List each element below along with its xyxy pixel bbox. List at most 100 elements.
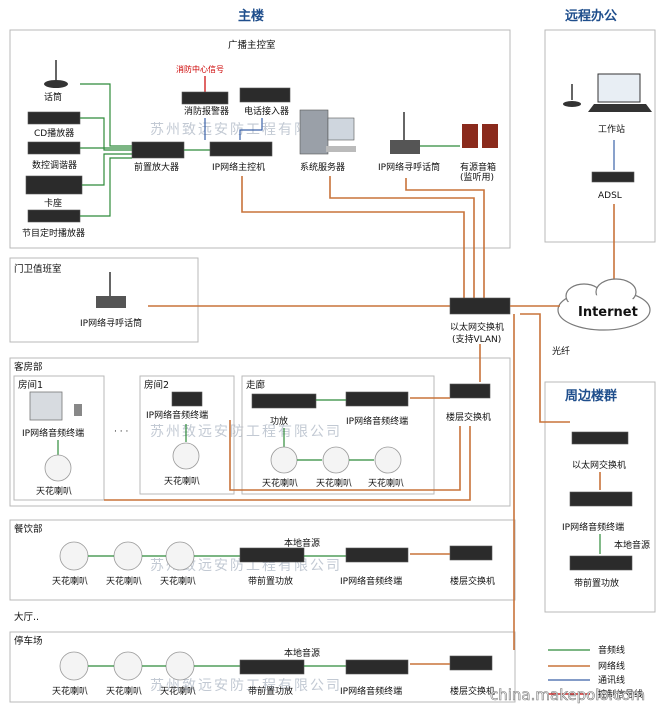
ethernet-switch-vlan: (支持VLAN) (452, 333, 501, 345)
gate-room-box (9, 257, 199, 343)
ip-host-label: IP网络主控机 (212, 161, 265, 173)
timer-label: 节目定时播放器 (22, 227, 85, 239)
parking-floor-switch-icon (449, 655, 493, 671)
preamp-label: 前置放大器 (134, 161, 179, 173)
server-icon (299, 109, 356, 155)
tuner-icon (27, 141, 81, 155)
remote-mic-icon (563, 84, 581, 107)
gate-room-title: 门卫值班室 (14, 263, 62, 275)
fire-signal-label: 消防中心信号 (176, 64, 224, 74)
corridor-title: 走廊 (246, 379, 266, 391)
corridor-terminal-label: IP网络音频终端 (346, 415, 408, 427)
ethernet-switch-icon (449, 297, 511, 315)
paging-mic-label: IP网络寻呼话筒 (378, 161, 440, 173)
workstation-label: 工作站 (598, 123, 625, 135)
dining-speaker-label: 天花喇叭 (106, 575, 142, 587)
room1-speaker-label: 天花喇叭 (36, 485, 72, 497)
internet-label: Internet (578, 305, 638, 320)
legend-network: 网络线 (598, 660, 625, 672)
dining-amp-icon (239, 547, 305, 563)
parking-speaker-label: 天花喇叭 (52, 685, 88, 697)
room2-terminal-label: IP网络音频终端 (146, 409, 208, 421)
watermark: 苏州致远安防工程有限公司 (150, 678, 342, 694)
adsl-label: ADSL (598, 191, 622, 201)
phone-interface-icon (239, 87, 291, 103)
broadcast-room-box (9, 29, 511, 249)
room2-speaker-label: 天花喇叭 (164, 475, 200, 487)
peripheral-terminal-label: IP网络音频终端 (562, 521, 624, 533)
dining-local-src: 本地音源 (284, 537, 320, 549)
parking-terminal-icon (345, 659, 409, 675)
ceiling-speaker-icon (322, 446, 350, 474)
ceiling-speaker-icon (165, 541, 195, 571)
remote-office-box (544, 29, 656, 243)
guest-dept-title: 客房部 (14, 361, 43, 373)
ellipsis: · · · (114, 427, 128, 437)
monitor-speaker-label: 有源音箱 (460, 161, 496, 173)
monitor-speaker-sub: (监听用) (460, 171, 494, 183)
room1-box (13, 375, 105, 501)
parking-local-src: 本地音源 (284, 647, 320, 659)
ceiling-speaker-icon (165, 651, 195, 681)
parking-terminal-label: IP网络音频终端 (340, 685, 402, 697)
volume-control-icon (74, 404, 82, 416)
parking-speaker-label: 天花喇叭 (106, 685, 142, 697)
dining-terminal-icon (345, 547, 409, 563)
dining-title: 餐饮部 (14, 523, 43, 535)
adsl-modem-icon (591, 171, 635, 183)
ceiling-speaker-icon (113, 651, 143, 681)
floor-switch-icon (449, 383, 491, 399)
ip-audio-terminal-icon (345, 391, 409, 407)
ceiling-speaker-icon (270, 446, 298, 474)
room2-title: 房间2 (144, 379, 169, 391)
internet-cloud-icon (557, 278, 651, 331)
ceiling-speaker-icon (44, 454, 72, 482)
ceiling-speaker-icon (374, 446, 402, 474)
main-building-title: 主楼 (238, 8, 264, 24)
ceiling-speaker-icon (59, 651, 89, 681)
workstation-icon (588, 73, 652, 112)
fire-alarm-icon (181, 91, 229, 105)
corridor-speaker-label: 天花喇叭 (316, 477, 352, 489)
guest-floor-switch-label: 楼层交换机 (446, 411, 491, 423)
ceiling-speaker-icon (113, 541, 143, 571)
cd-player-icon (27, 111, 81, 125)
parking-box (9, 631, 516, 703)
parking-amp-label: 带前置功放 (248, 685, 293, 697)
legend-audio: 音频线 (598, 644, 625, 656)
dining-speaker-label: 天花喇叭 (160, 575, 196, 587)
room1-title: 房间1 (18, 379, 43, 391)
fiber-label: 光纤 (552, 345, 570, 357)
mic-icon (44, 60, 68, 88)
corridor-amp-label: 功放 (270, 415, 288, 427)
site-watermark: china.makepolo.com (490, 686, 645, 704)
guest-dept-box (9, 357, 511, 507)
peripheral-box (544, 381, 656, 613)
dining-floor-switch-label: 楼层交换机 (450, 575, 495, 587)
ip-audio-terminal-icon (29, 391, 63, 421)
broadcast-room-title: 广播主控室 (228, 39, 276, 51)
gate-paging-mic-icon (96, 272, 126, 308)
fire-alarm-label: 消防报警器 (184, 105, 229, 117)
corridor-speaker-label: 天花喇叭 (262, 477, 298, 489)
tuner-label: 数控调谐器 (32, 159, 77, 171)
parking-floor-switch-label: 楼层交换机 (450, 685, 495, 697)
room2-box (139, 375, 235, 495)
dining-terminal-label: IP网络音频终端 (340, 575, 402, 587)
ip-host-icon (209, 141, 273, 157)
legend-control: 控制信号线 (598, 688, 643, 700)
dining-box (9, 519, 516, 601)
corridor-speaker-label: 天花喇叭 (368, 477, 404, 489)
ceiling-speaker-icon (59, 541, 89, 571)
dining-amp-label: 带前置功放 (248, 575, 293, 587)
dining-speaker-label: 天花喇叭 (52, 575, 88, 587)
phone-label: 电话接入器 (244, 105, 289, 117)
peripheral-terminal-icon (569, 491, 633, 507)
cd-label: CD播放器 (34, 127, 74, 139)
parking-speaker-label: 天花喇叭 (160, 685, 196, 697)
remote-office-title: 远程办公 (565, 8, 617, 24)
monitor-speaker-icon (482, 124, 498, 148)
mic-label: 话筒 (44, 91, 62, 103)
corridor-box (241, 375, 435, 495)
